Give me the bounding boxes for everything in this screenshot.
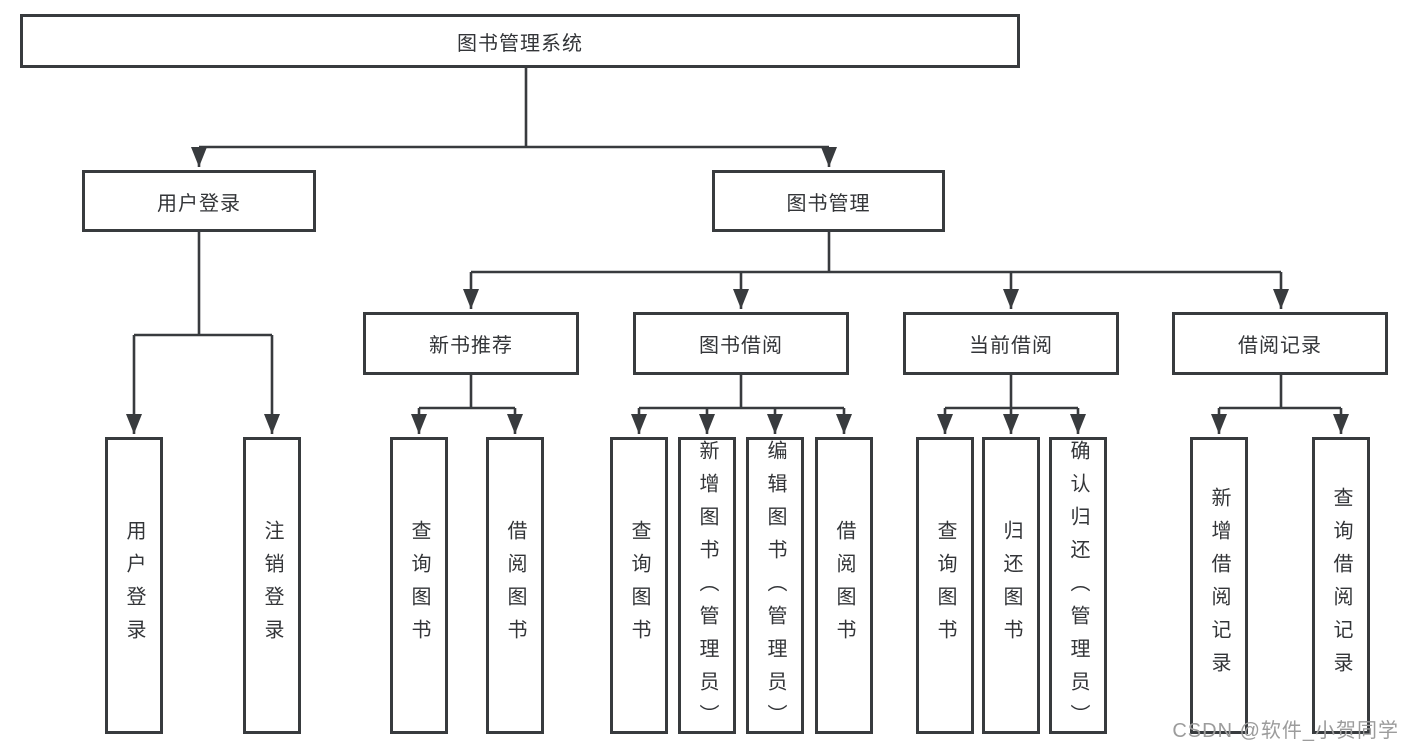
node-book-borrow: 图书借阅 (633, 312, 849, 375)
leaf-cb-confirm-return-admin: 确认归还（管理员） (1049, 437, 1107, 737)
leaf-user-login: 用户登录 (105, 437, 163, 734)
leaf-br-add-record: 新增借阅记录 (1190, 437, 1248, 734)
node-borrow-records: 借阅记录 (1172, 312, 1388, 375)
leaf-nbr-borrow-books-label: 借阅图书 (504, 519, 526, 652)
node-new-book-recommend-label: 新书推荐 (429, 335, 513, 357)
connector-user-login-to-leaves (126, 232, 280, 434)
node-current-borrow-label: 当前借阅 (969, 335, 1053, 357)
connector-borrow-records-to-leaves (1211, 375, 1349, 434)
leaf-nbr-query-books-label: 查询图书 (408, 519, 430, 652)
leaf-cb-query-books: 查询图书 (916, 437, 974, 734)
node-borrow-records-label: 借阅记录 (1238, 335, 1322, 357)
connector-new-book-to-leaves (411, 375, 523, 434)
leaf-bb-borrow-books: 借阅图书 (815, 437, 873, 734)
node-new-book-recommend: 新书推荐 (363, 312, 579, 375)
leaf-bb-edit-books-admin: 编辑图书（管理员） (746, 437, 804, 737)
leaf-bb-add-books-admin: 新增图书（管理员） (678, 437, 736, 737)
leaf-logout: 注销登录 (243, 437, 301, 734)
connector-root-to-level2 (191, 68, 837, 167)
leaf-bb-query-books-label: 查询图书 (628, 519, 650, 652)
leaf-nbr-borrow-books: 借阅图书 (486, 437, 544, 734)
leaf-bb-borrow-books-label: 借阅图书 (833, 519, 855, 652)
leaf-bb-query-books: 查询图书 (610, 437, 668, 734)
leaf-cb-query-books-label: 查询图书 (934, 519, 956, 652)
node-book-management: 图书管理 (712, 170, 945, 232)
leaf-br-query-record: 查询借阅记录 (1312, 437, 1370, 734)
connector-book-borrow-to-leaves (631, 375, 852, 434)
node-user-login-label: 用户登录 (157, 192, 241, 215)
node-book-management-label: 图书管理 (786, 192, 871, 215)
connector-current-borrow-to-leaves (937, 375, 1086, 434)
node-user-login: 用户登录 (82, 170, 316, 232)
leaf-nbr-query-books: 查询图书 (390, 437, 448, 734)
leaf-logout-label: 注销登录 (261, 519, 283, 652)
node-root-label: 图书管理系统 (457, 32, 583, 55)
leaf-br-query-record-label: 查询借阅记录 (1330, 486, 1352, 685)
leaf-bb-edit-books-admin-label: 编辑图书（管理员） (764, 440, 786, 737)
leaf-user-login-label: 用户登录 (123, 519, 145, 652)
csdn-watermark: CSDN @软件_小贺同学 (1172, 720, 1399, 742)
node-current-borrow: 当前借阅 (903, 312, 1119, 375)
node-book-borrow-label: 图书借阅 (699, 335, 783, 357)
leaf-cb-confirm-return-admin-label: 确认归还（管理员） (1067, 440, 1089, 737)
leaf-cb-return-books: 归还图书 (982, 437, 1040, 734)
leaf-br-add-record-label: 新增借阅记录 (1208, 486, 1230, 685)
leaf-cb-return-books-label: 归还图书 (1000, 519, 1022, 652)
leaf-bb-add-books-admin-label: 新增图书（管理员） (696, 440, 718, 737)
connector-book-mgmt-to-level3 (463, 232, 1289, 309)
node-root: 图书管理系统 (20, 14, 1020, 68)
